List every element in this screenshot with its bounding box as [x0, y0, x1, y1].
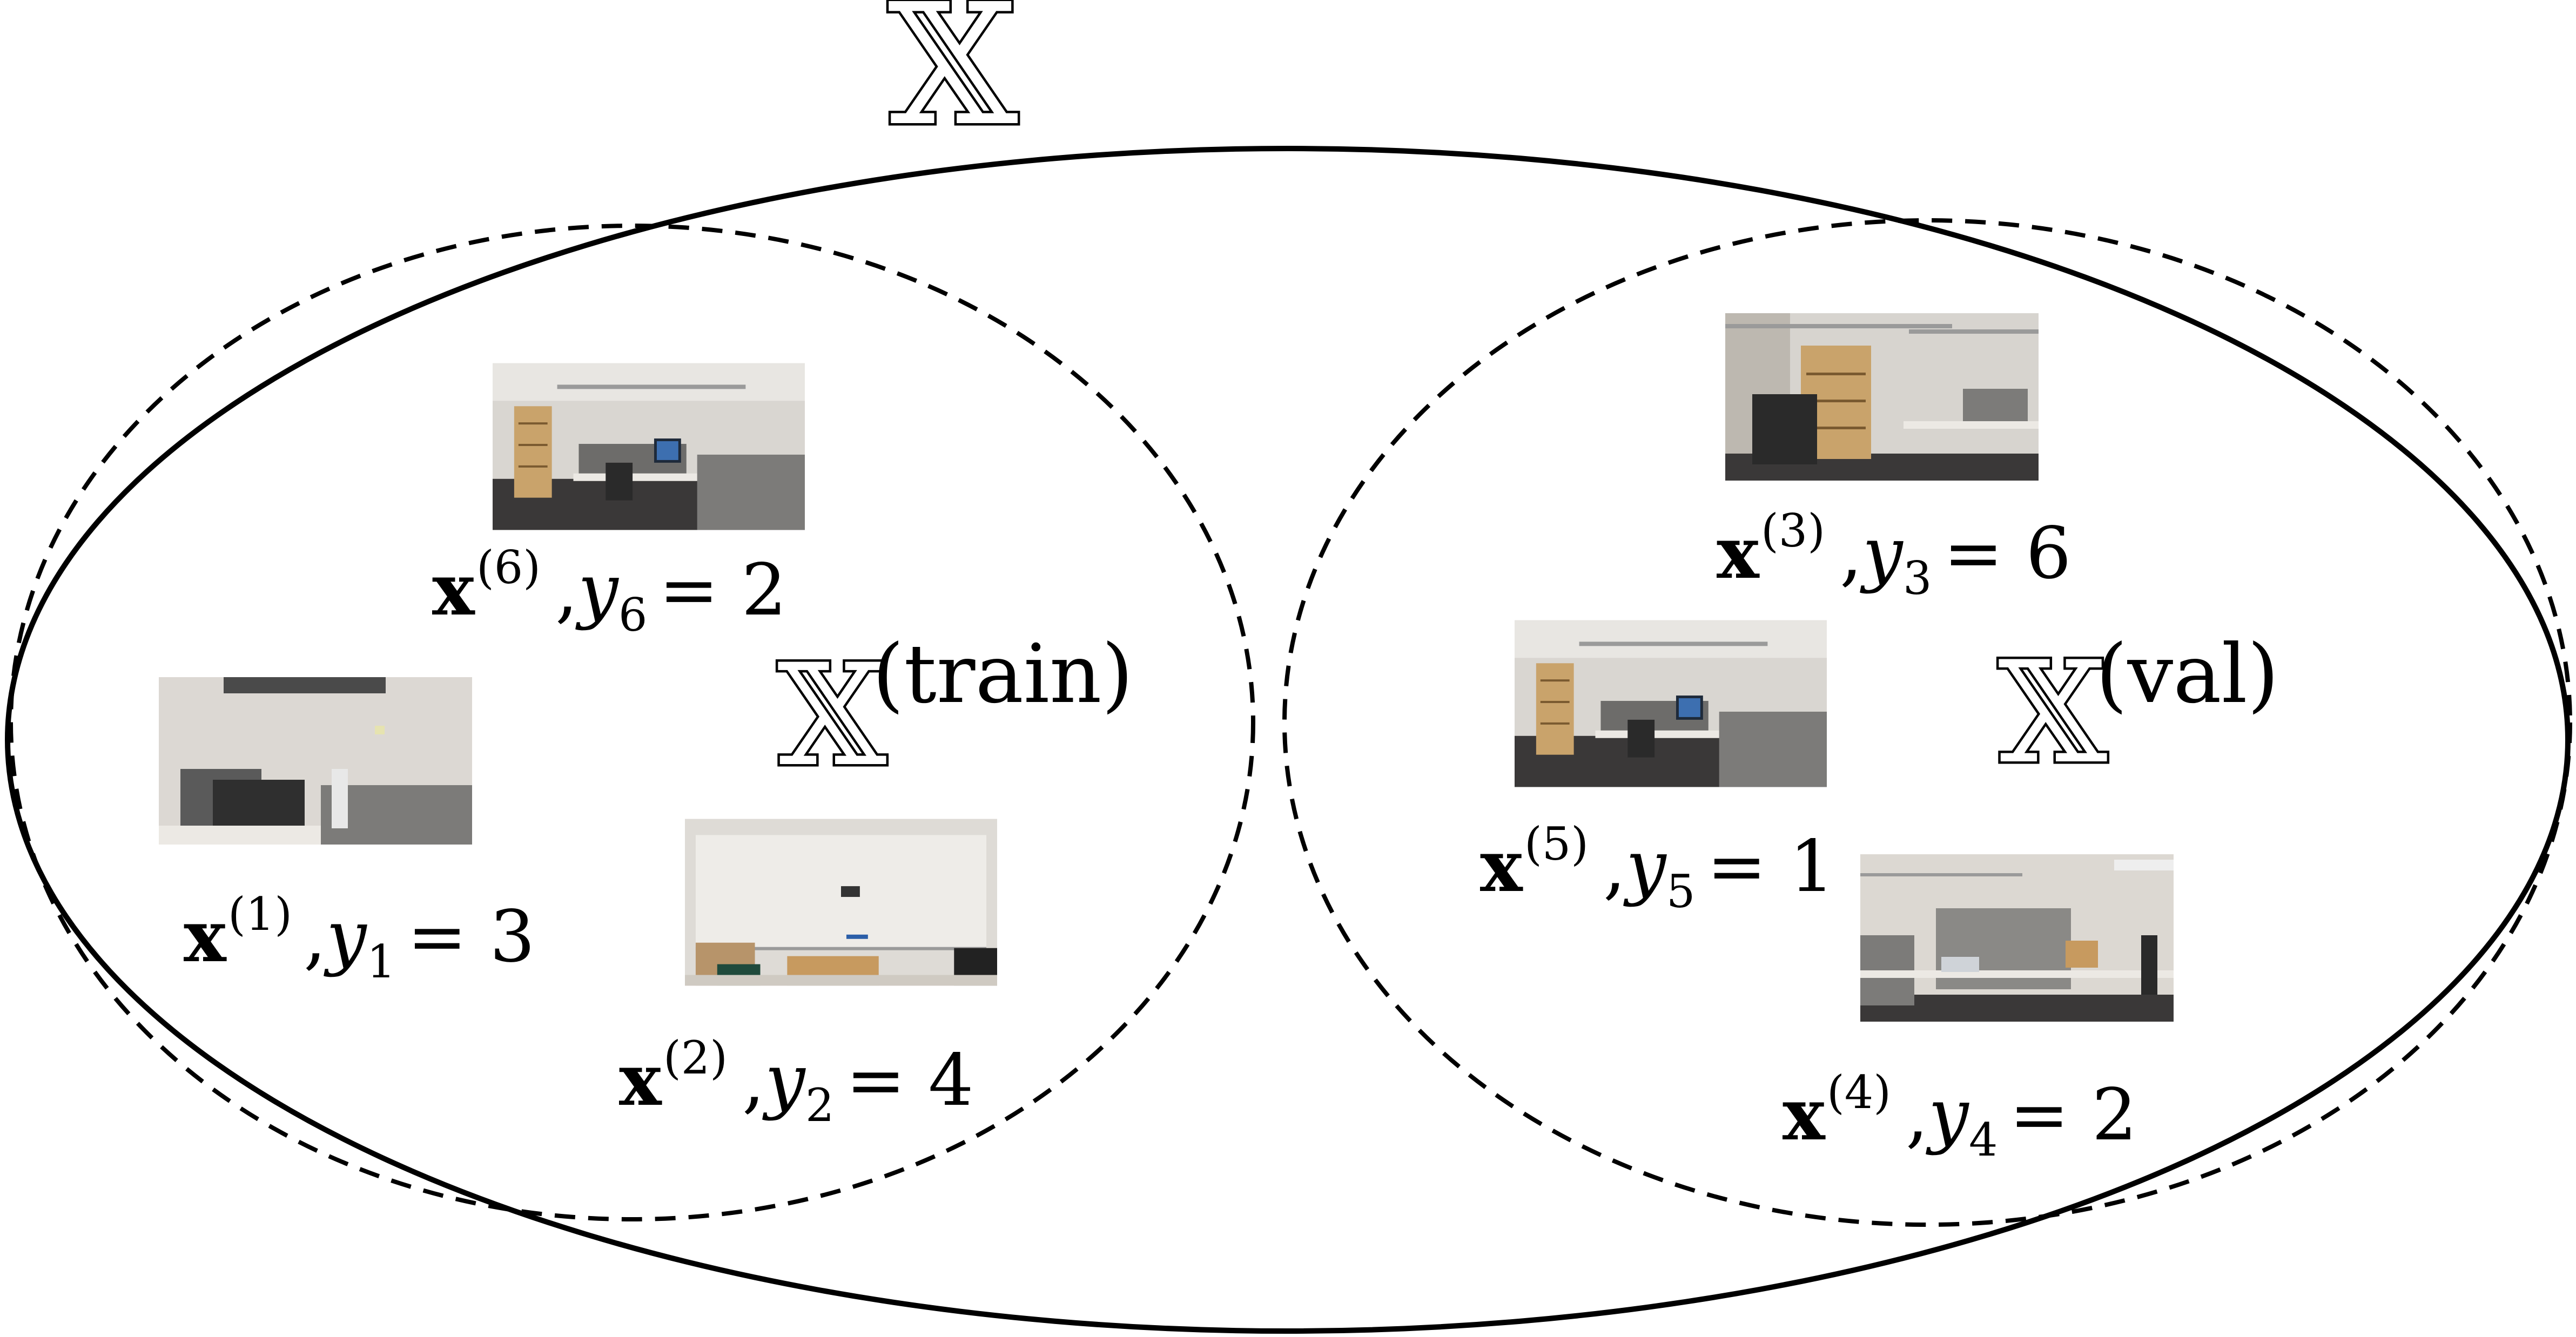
- val-set-symbol: 𝕏: [1998, 632, 2108, 795]
- sample-label-x3: x (3) , y 3 = 6: [1717, 504, 2071, 605]
- sample-label-x5: x (5) , y 5 = 1: [1480, 818, 1835, 918]
- x6-yvar: y: [575, 549, 619, 632]
- x2-sup: (2): [663, 1031, 728, 1084]
- x5-sep: ,: [1603, 825, 1626, 908]
- photo-x6: [493, 363, 805, 530]
- sample-label-x4: x (4) , y 4 = 2: [1783, 1066, 2137, 1166]
- x2-eq: = 4: [846, 1039, 974, 1122]
- x2-ysub: 2: [805, 1079, 834, 1132]
- x3-eq: = 6: [1943, 512, 2071, 595]
- universe-symbol: 𝕏: [888, 0, 1019, 163]
- sample-label-x6: x (6) , y 6 = 2: [432, 541, 787, 642]
- val-set-superscript: (val): [2096, 627, 2279, 721]
- photo-x1: [159, 677, 472, 845]
- train-set-superscript: (train): [872, 627, 1133, 721]
- x5-ysub: 5: [1666, 865, 1695, 918]
- x5-eq: = 1: [1707, 825, 1835, 908]
- x4-eq: = 2: [2009, 1073, 2137, 1157]
- photo-x4: [1860, 854, 2174, 1022]
- train-set-label: 𝕏 (train): [775, 627, 1133, 800]
- x4-var: x: [1783, 1073, 1826, 1157]
- x1-yvar: y: [324, 895, 367, 978]
- x3-sep: ,: [1840, 512, 1862, 595]
- x2-yvar: y: [762, 1039, 806, 1122]
- photo-x5: [1515, 620, 1827, 787]
- x2-sep: ,: [742, 1039, 765, 1122]
- x4-sep: ,: [1906, 1073, 1928, 1157]
- x3-var: x: [1717, 511, 1760, 595]
- x1-ysub: 1: [367, 935, 395, 988]
- x1-sep: ,: [304, 895, 326, 978]
- x1-var: x: [184, 895, 227, 978]
- x6-eq: = 2: [659, 549, 787, 632]
- sample-label-x1: x (1) , y 1 = 3: [184, 888, 535, 988]
- x6-sup: (6): [476, 541, 541, 594]
- x2-var: x: [619, 1038, 662, 1122]
- x1-eq: = 3: [407, 895, 535, 978]
- photo-x3: [1725, 313, 2039, 481]
- x1-sup: (1): [228, 888, 292, 941]
- x3-ysub: 3: [1903, 552, 1932, 605]
- x5-var: x: [1480, 825, 1523, 908]
- x6-var: x: [432, 548, 475, 632]
- x4-yvar: y: [1926, 1073, 1969, 1157]
- x5-yvar: y: [1623, 825, 1667, 908]
- x6-ysub: 6: [618, 589, 647, 642]
- x3-yvar: y: [1860, 512, 1904, 595]
- x4-ysub: 4: [1969, 1113, 1997, 1166]
- val-set-ellipse: [1282, 218, 2572, 1227]
- x4-sup: (4): [1827, 1066, 1891, 1119]
- train-set-symbol: 𝕏: [777, 634, 887, 798]
- train-set-ellipse: [9, 224, 1255, 1221]
- val-set-label: 𝕏 (val): [1996, 627, 2279, 798]
- sample-label-x2: x (2) , y 2 = 4: [619, 1031, 974, 1132]
- photo-x2: [685, 819, 997, 986]
- x3-sup: (3): [1761, 504, 1825, 557]
- x6-sep: ,: [555, 549, 578, 632]
- x5-sup: (5): [1524, 818, 1589, 870]
